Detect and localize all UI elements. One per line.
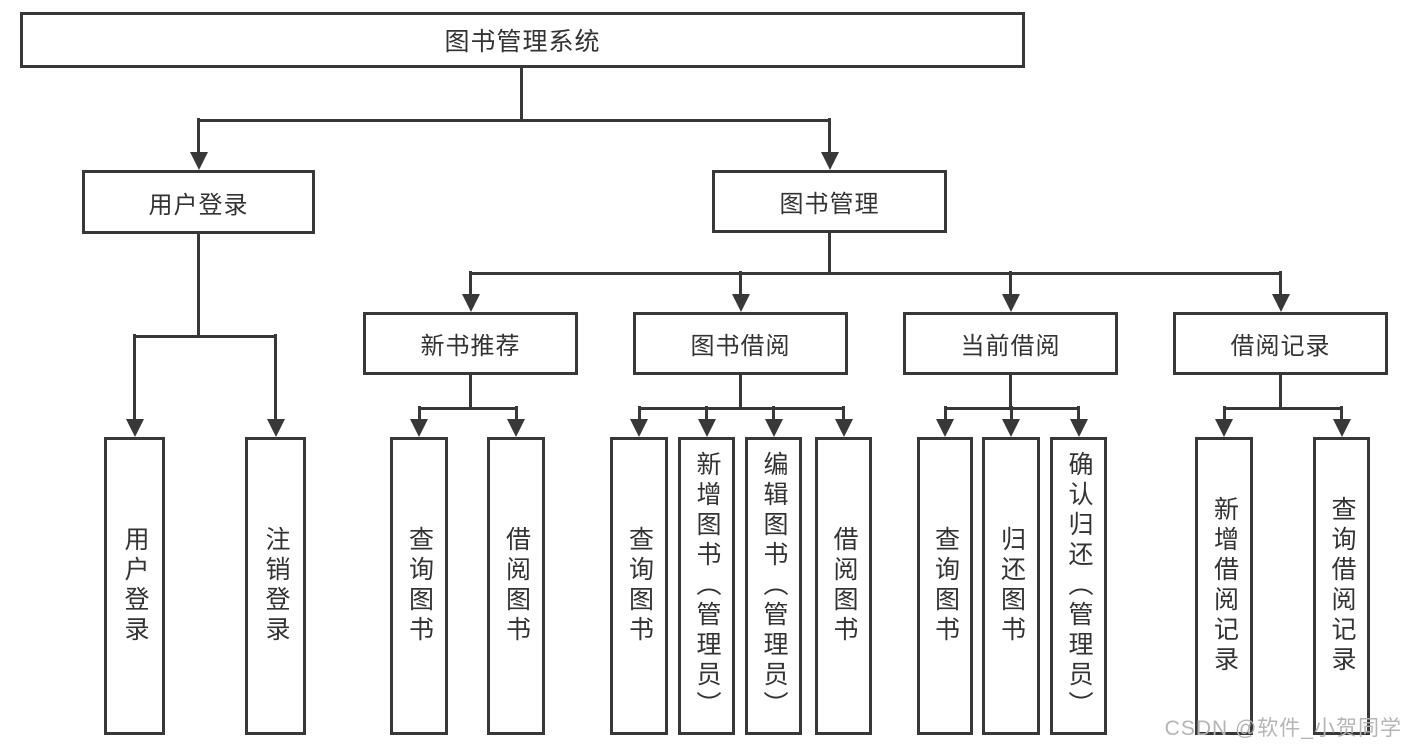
arrow-down-icon (936, 419, 954, 437)
leaf-query-books-recommend: 查询图书 (390, 437, 448, 735)
arrow-down-icon (125, 419, 144, 437)
node-label: 新书推荐 (420, 333, 521, 360)
connector-book-management-stub (828, 233, 831, 274)
connector-stem-new-book-recommendation (469, 271, 472, 296)
connector-stem (705, 406, 708, 420)
connector-stem (514, 406, 518, 420)
node-label: 借阅记录 (1230, 333, 1331, 360)
node-label: 借阅图书 (502, 526, 531, 646)
node-label: 查询借阅记录 (1328, 496, 1356, 676)
leaf-borrow-books-recommend: 借阅图书 (487, 437, 545, 735)
node-label: 查询图书 (405, 526, 434, 646)
arrow-down-icon (834, 419, 853, 437)
arrow-down-icon (1069, 419, 1088, 437)
node-book-management-system: 图书管理系统 (20, 12, 1025, 68)
leaf-query-books-current: 查询图书 (917, 437, 973, 735)
node-label: 新增图书（管理员） (693, 451, 721, 721)
connector-records-stub (1279, 375, 1282, 409)
node-book-borrowing: 图书借阅 (633, 312, 848, 375)
connector-root-stub (519, 68, 523, 120)
node-label: 确认归还（管理员） (1065, 451, 1093, 721)
connector-recommend-stub (469, 375, 472, 409)
node-label: 用户登录 (148, 191, 249, 219)
connector-stem-user-login (197, 118, 200, 154)
node-user-login: 用户登录 (82, 170, 315, 234)
arrow-down-icon (630, 419, 648, 437)
arrow-down-icon (697, 419, 716, 437)
arrow-down-icon (1332, 419, 1351, 437)
node-borrowing-records: 借阅记录 (1173, 312, 1388, 375)
connector-current-stub (1009, 375, 1012, 409)
leaf-query-borrow-record: 查询借阅记录 (1313, 437, 1370, 735)
arrow-down-icon (1002, 419, 1020, 437)
leaf-add-books-admin: 新增图书（管理员） (678, 437, 735, 735)
arrow-down-icon (189, 152, 208, 170)
node-current-borrowing: 当前借阅 (903, 312, 1118, 375)
leaf-edit-books-admin: 编辑图书（管理员） (745, 437, 802, 735)
connector-stem (772, 406, 775, 420)
arrow-down-icon (410, 419, 428, 437)
leaf-return-books: 归还图书 (982, 437, 1040, 735)
arrow-down-icon (266, 419, 285, 437)
connector-stem-current-borrowing (1009, 271, 1012, 296)
connector-stem (1340, 406, 1343, 420)
connector-user-login-rail (133, 334, 277, 338)
leaf-logout: 注销登录 (245, 437, 306, 735)
node-label: 借阅图书 (830, 526, 858, 646)
connector-stem (1077, 406, 1080, 420)
connector-book-management-rail (469, 271, 1282, 275)
connector-stem (637, 406, 641, 420)
arrow-down-icon (461, 294, 480, 312)
leaf-query-books-borrowing: 查询图书 (610, 437, 668, 735)
node-book-management: 图书管理 (712, 170, 947, 233)
node-label: 当前借阅 (960, 333, 1061, 360)
node-label: 图书管理 (779, 191, 880, 218)
node-label: 用户登录 (121, 526, 149, 646)
connector-stem (943, 406, 947, 420)
leaf-confirm-return-admin: 确认归还（管理员） (1050, 437, 1107, 735)
connector-borrowing-stub (739, 375, 742, 409)
node-label: 注销登录 (262, 526, 290, 646)
connector-stem-leaf-logout (274, 334, 277, 420)
leaf-user-login: 用户登录 (104, 437, 165, 735)
leaf-borrow-books-borrowing: 借阅图书 (815, 437, 872, 735)
connector-stem (842, 406, 845, 420)
connector-stem-book-management (828, 118, 831, 154)
csdn-watermark: CSDN @软件_小贺同学 (1164, 717, 1402, 740)
connector-stem (1009, 406, 1013, 420)
node-label: 查询图书 (625, 526, 654, 646)
node-label: 图书借阅 (690, 333, 791, 360)
connector-stem (1222, 406, 1226, 420)
node-label: 图书管理系统 (444, 28, 601, 56)
node-label: 归还图书 (997, 526, 1026, 646)
connector-user-login-stub (197, 234, 200, 336)
node-label: 编辑图书（管理员） (760, 451, 788, 721)
connector-recommend-rail (417, 406, 518, 410)
connector-borrowing-rail (637, 406, 844, 410)
arrow-down-icon (731, 294, 750, 312)
arrow-down-icon (764, 419, 783, 437)
node-label: 新增借阅记录 (1210, 496, 1239, 676)
leaf-add-borrow-record: 新增借阅记录 (1195, 437, 1253, 735)
connector-root-rail (197, 118, 831, 122)
connector-records-rail (1222, 406, 1342, 410)
connector-stem-leaf-user-login (133, 334, 136, 420)
arrow-down-icon (1215, 419, 1233, 437)
node-new-book-recommendation: 新书推荐 (363, 312, 578, 375)
arrow-down-icon (820, 152, 839, 170)
connector-stem-book-borrowing (739, 271, 742, 296)
arrow-down-icon (1001, 294, 1020, 312)
connector-stem (417, 406, 421, 420)
arrow-down-icon (507, 419, 525, 437)
arrow-down-icon (1271, 294, 1290, 312)
node-label: 查询图书 (931, 526, 960, 646)
connector-stem-borrowing-records (1279, 271, 1282, 296)
